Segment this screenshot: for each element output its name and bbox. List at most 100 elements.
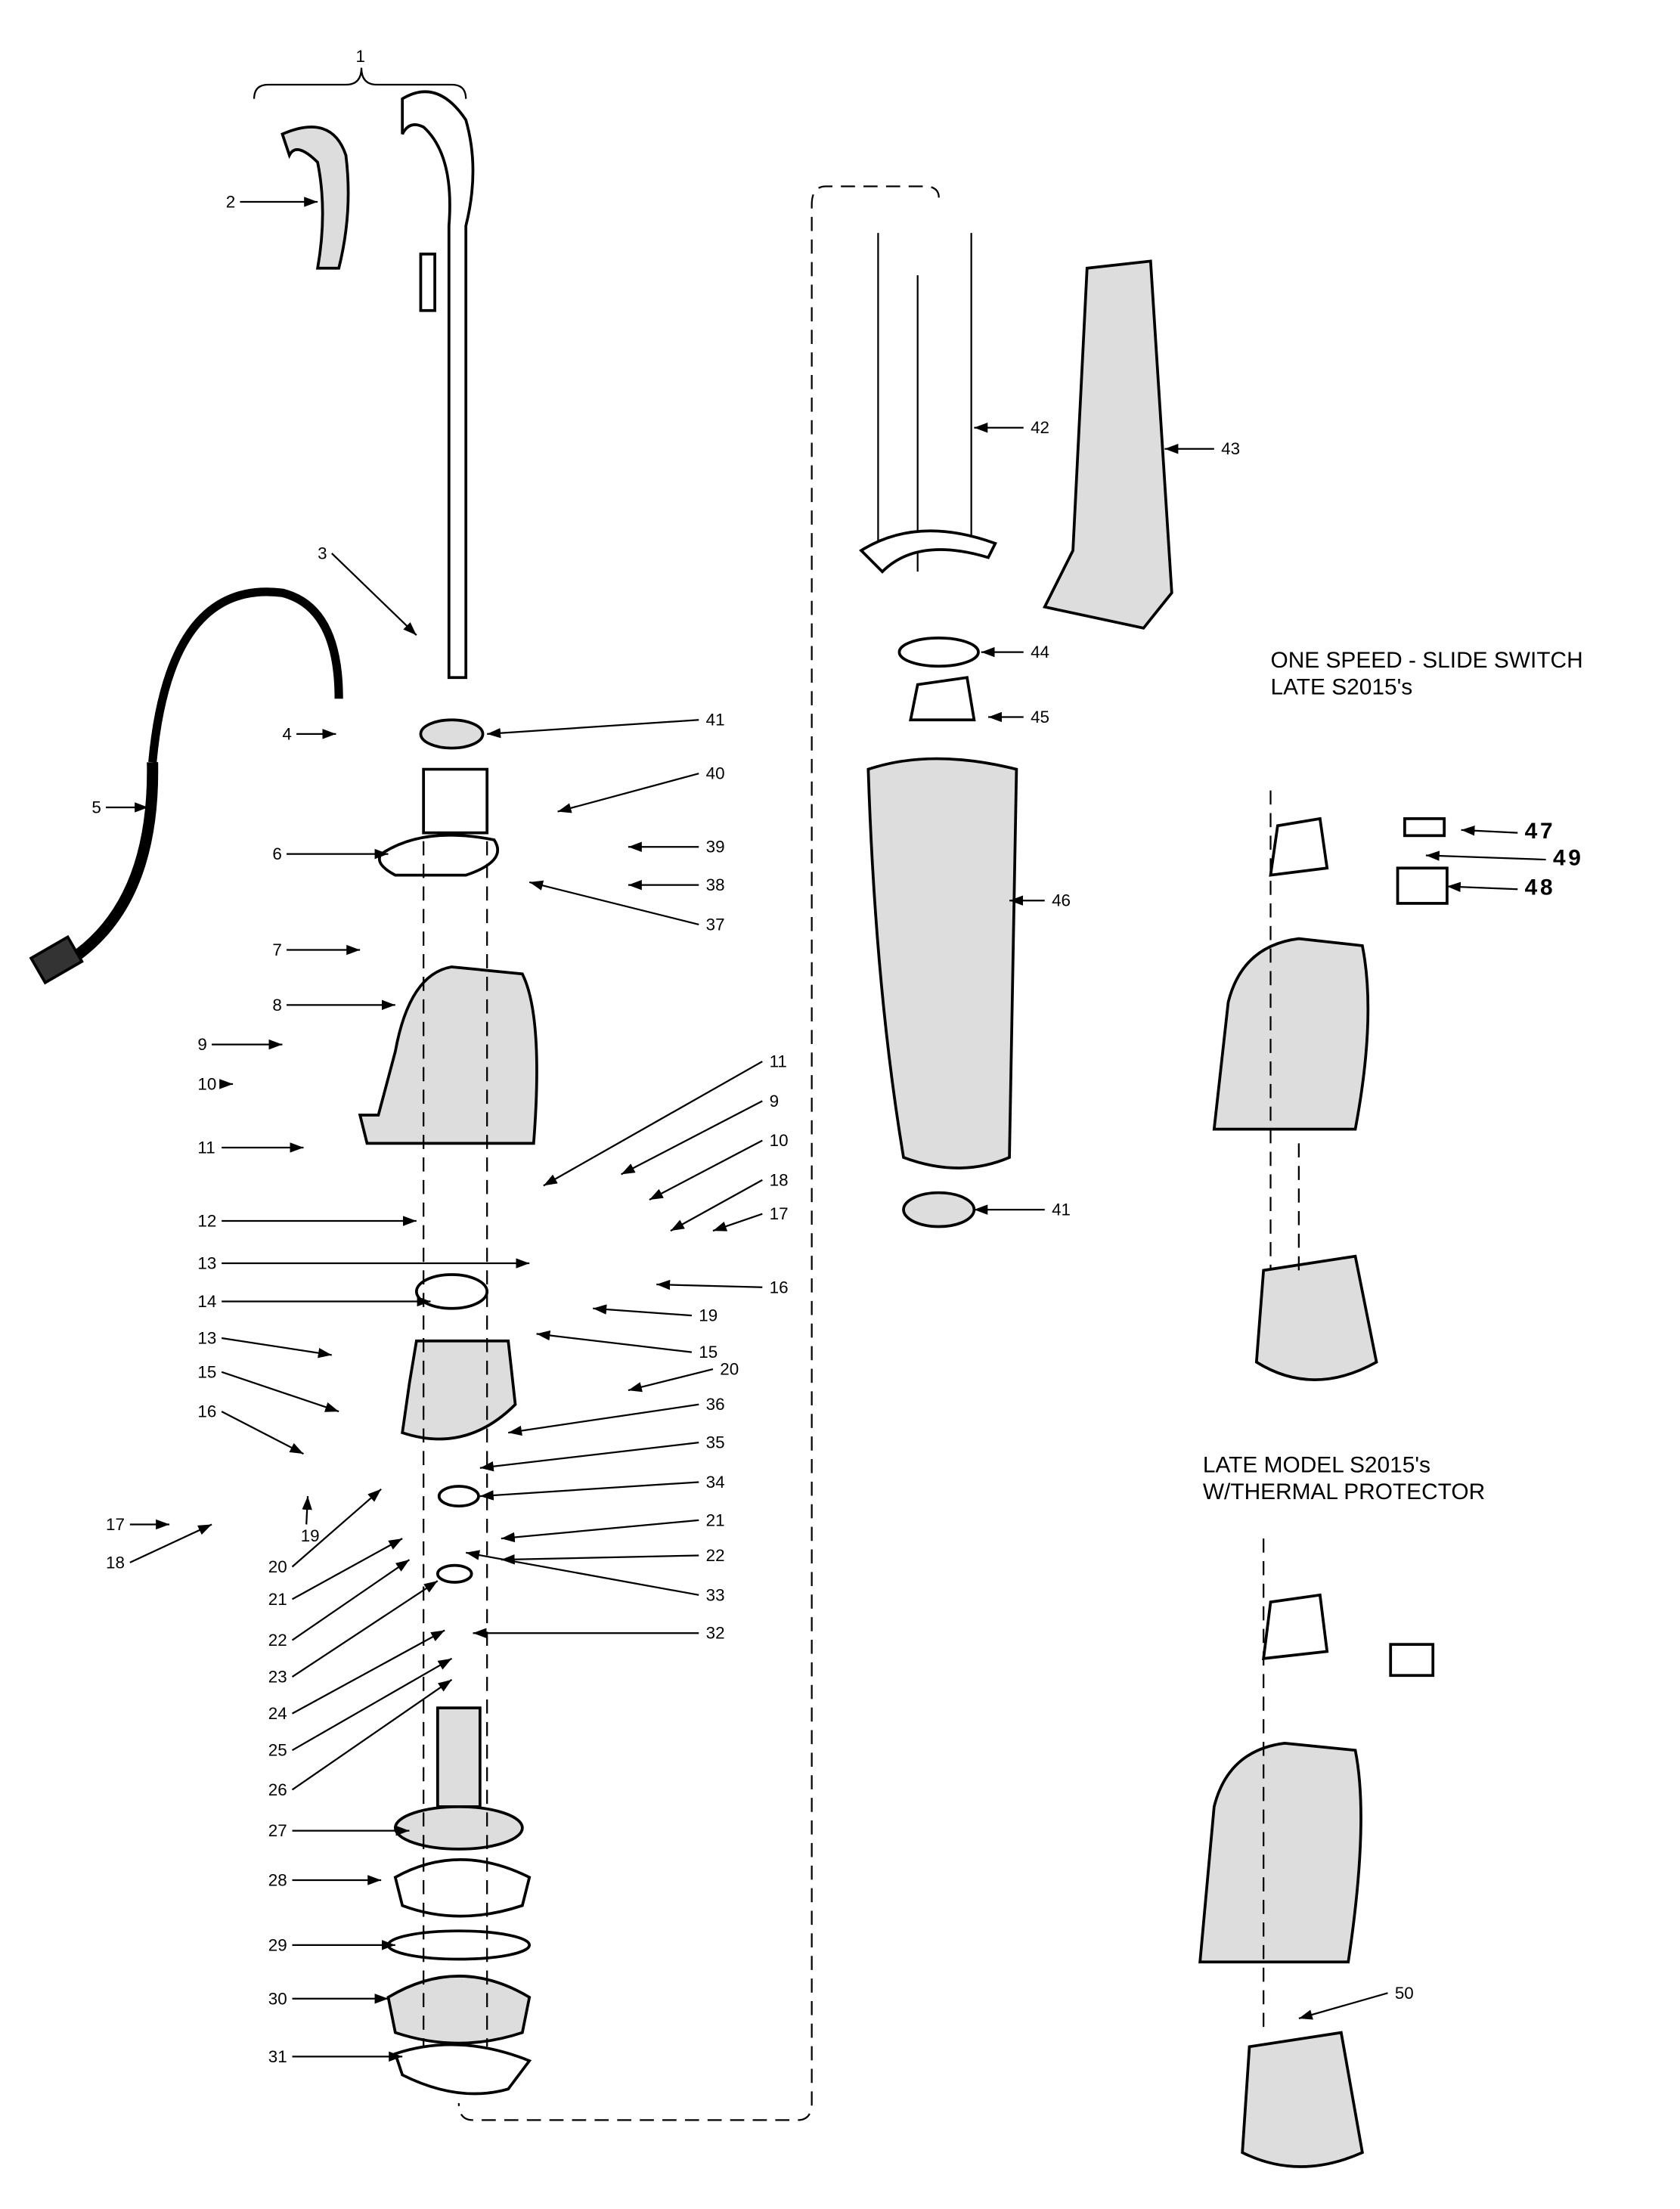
callout-label-46: 46 (1052, 891, 1071, 910)
callout-label-47: 47 (1525, 819, 1556, 844)
leader-line (291, 1657, 453, 1752)
callout-label-2: 2 (226, 192, 235, 211)
callout-label-39: 39 (706, 838, 725, 857)
callout-label-30: 30 (268, 1989, 287, 2008)
slide-switch-title-line1: ONE SPEED - SLIDE SWITCH (1271, 648, 1583, 673)
callout-label-40: 40 (706, 764, 725, 783)
handle-assembly (253, 67, 475, 680)
callout-label-21: 21 (268, 1590, 287, 1609)
callout-label-41: 41 (1052, 1201, 1071, 1219)
callout-label-20: 20 (268, 1557, 287, 1576)
power-cord (29, 587, 343, 985)
callout-label-6: 6 (272, 844, 281, 863)
leader-line (221, 1337, 332, 1359)
callouts: 1234567891011121314131516171819202122232… (91, 47, 1584, 2066)
callout-label-17: 17 (770, 1204, 789, 1223)
callout-label-19: 19 (301, 1526, 320, 1545)
leader-line (291, 1538, 403, 1600)
callout-label-38: 38 (706, 875, 725, 894)
leader-line (501, 1554, 699, 1565)
leader-line (536, 1330, 693, 1353)
callout-label-33: 33 (706, 1585, 725, 1604)
callout-label-10: 10 (197, 1074, 216, 1093)
leader-line (291, 1678, 453, 1791)
leader-line (479, 1442, 699, 1472)
thermal-title-line2: W/THERMAL PROTECTOR (1203, 1479, 1485, 1504)
leader-line (487, 719, 699, 739)
callout-label-1: 1 (356, 47, 365, 66)
leader-line (465, 1550, 699, 1596)
callout-label-19: 19 (699, 1306, 718, 1325)
callout-label-23: 23 (268, 1668, 287, 1687)
leader-line (712, 1213, 763, 1232)
callout-label-36: 36 (706, 1395, 725, 1414)
leader-line (1461, 826, 1518, 836)
callout-label-15: 15 (197, 1362, 216, 1381)
callout-label-35: 35 (706, 1433, 725, 1452)
leader-line (221, 1411, 304, 1455)
leader-line (670, 1179, 763, 1232)
leader-line (129, 1523, 212, 1563)
thermal-protector-variant (1198, 1538, 1435, 2168)
callout-label-20: 20 (720, 1360, 739, 1379)
callout-label-8: 8 (272, 996, 281, 1015)
callout-label-5: 5 (91, 798, 101, 816)
callout-label-31: 31 (268, 2047, 287, 2066)
callout-label-42: 42 (1031, 418, 1049, 437)
leader-line (291, 1580, 439, 1678)
slide-switch-variant (1212, 790, 1449, 1381)
leader-line (649, 1139, 763, 1201)
leader-line (1425, 850, 1546, 861)
callout-label-49: 49 (1553, 846, 1584, 871)
leader-line (331, 553, 417, 636)
callout-label-29: 29 (268, 1935, 287, 1954)
callout-label-26: 26 (268, 1780, 287, 1799)
leader-line (291, 1559, 411, 1641)
callout-label-9: 9 (770, 1092, 779, 1111)
callout-label-32: 32 (706, 1624, 725, 1643)
callout-label-12: 12 (197, 1212, 216, 1231)
callout-label-22: 22 (268, 1631, 287, 1650)
callout-label-50: 50 (1395, 1984, 1414, 2003)
callout-label-45: 45 (1031, 708, 1049, 727)
callout-label-16: 16 (197, 1402, 216, 1421)
callout-label-15: 15 (699, 1343, 718, 1362)
leader-line (221, 1371, 339, 1413)
callout-label-18: 18 (106, 1553, 125, 1572)
leader-line (593, 1304, 693, 1317)
callout-label-9: 9 (197, 1035, 206, 1054)
leader-line (479, 1481, 699, 1501)
leader-line (621, 1100, 763, 1176)
leader-line (501, 1519, 699, 1543)
callout-label-11: 11 (770, 1052, 787, 1071)
callout-label-7: 7 (272, 940, 281, 959)
leader-line (543, 1061, 763, 1187)
callout-label-34: 34 (706, 1473, 725, 1492)
leader-line (557, 773, 699, 813)
leader-line (508, 1403, 699, 1436)
leader-line (628, 1368, 714, 1393)
callout-label-13: 13 (197, 1254, 216, 1273)
callout-label-21: 21 (706, 1510, 725, 1529)
callout-label-11: 11 (197, 1138, 215, 1157)
callout-label-14: 14 (197, 1292, 216, 1311)
slide-switch-title-line2: LATE S2015's (1271, 675, 1413, 700)
callout-label-3: 3 (318, 544, 327, 562)
callout-label-18: 18 (770, 1170, 789, 1189)
leader-line (528, 880, 699, 926)
bag-housing-parts (457, 185, 1173, 2121)
callout-label-44: 44 (1031, 643, 1049, 661)
callout-label-25: 25 (268, 1741, 287, 1760)
callout-label-37: 37 (706, 915, 725, 934)
callout-label-22: 22 (706, 1546, 725, 1565)
callout-label-16: 16 (770, 1278, 789, 1297)
callout-label-48: 48 (1525, 875, 1556, 900)
leader-line (1446, 881, 1518, 892)
callout-label-24: 24 (268, 1704, 287, 1723)
leader-line (291, 1488, 382, 1568)
motor-housing-parts (358, 718, 538, 2096)
thermal-title-line1: LATE MODEL S2015's (1203, 1452, 1430, 1477)
callout-label-4: 4 (282, 724, 291, 743)
callout-label-28: 28 (268, 1870, 287, 1889)
